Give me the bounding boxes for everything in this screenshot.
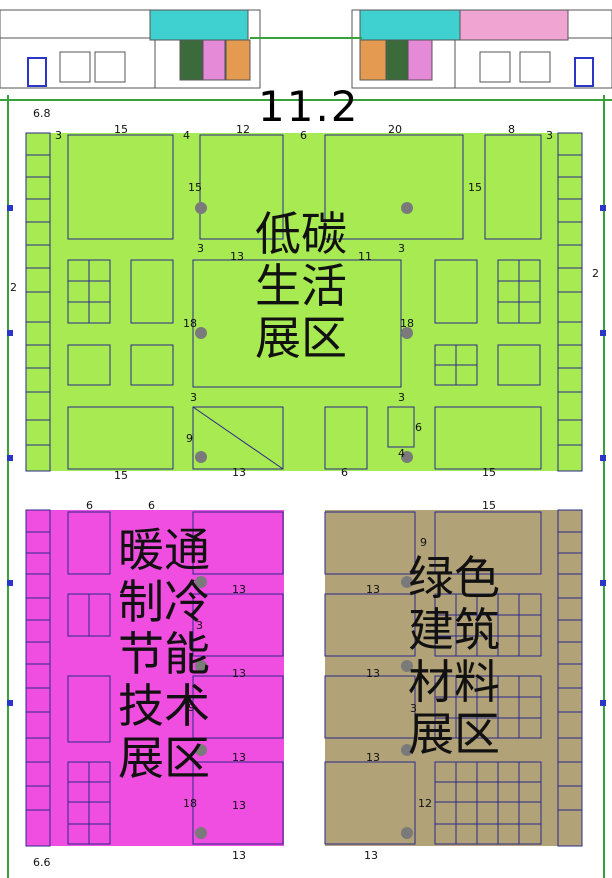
zone-label-line: 生活 [255, 259, 347, 313]
dimension-label: 15 [114, 123, 128, 136]
top-building [0, 9, 612, 101]
dimension-label: 3 [190, 391, 197, 404]
dimension-label: 13 [364, 849, 378, 862]
dimension-label: 13 [232, 751, 246, 764]
dimension-label: 15 [482, 466, 496, 479]
dimension-label: 12 [236, 123, 250, 136]
zone-label-line: 建筑 [408, 603, 500, 657]
dimension-label: 20 [388, 123, 402, 136]
hall-number: 11.2 [258, 82, 360, 131]
dimension-label: 6.8 [33, 107, 51, 120]
zone-low-carbon [25, 132, 583, 472]
dimension-label: 13 [232, 667, 246, 680]
zone-label-line: 节能 [118, 627, 210, 681]
dimension-label: 18 [183, 797, 197, 810]
dimension-label: 2 [10, 281, 17, 294]
dimension-label: 6.6 [33, 856, 51, 869]
dimension-label: 9 [188, 701, 195, 714]
dimension-label: 9 [420, 536, 427, 549]
zone-label-low-carbon: 低碳 生活 展区 [255, 208, 347, 364]
dimension-label: 3 [197, 242, 204, 255]
dimension-label: 18 [400, 317, 414, 330]
dimension-label: 6 [415, 421, 422, 434]
dimension-label: 11 [358, 250, 372, 263]
dimension-label: 12 [418, 797, 432, 810]
dimension-label: 3 [55, 129, 62, 142]
dimension-label: 6 [86, 499, 93, 512]
zone-label-line: 展区 [255, 311, 347, 365]
zone-label-line: 技术 [118, 679, 210, 733]
dimension-label: 13 [232, 466, 246, 479]
dimension-label: 3 [196, 619, 203, 632]
zone-label-line: 绿色 [408, 551, 500, 605]
dimension-label: 13 [232, 583, 246, 596]
zone-label-line: 低碳 [255, 207, 347, 261]
zone-label-green-building: 绿色 建筑 材料 展区 [408, 552, 500, 760]
dimension-label: 13 [366, 667, 380, 680]
dimension-label: 4 [398, 447, 405, 460]
dimension-label: 8 [508, 123, 515, 136]
dimension-label: 6 [341, 466, 348, 479]
dimension-label: 2 [592, 267, 599, 280]
zone-label-line: 展区 [118, 731, 210, 785]
dimension-label: 18 [183, 317, 197, 330]
dimension-label: 13 [232, 849, 246, 862]
zone-label-line: 展区 [408, 707, 500, 761]
zone-hvac [25, 509, 284, 847]
dimension-label: 6 [300, 129, 307, 142]
dimension-label: 3 [398, 391, 405, 404]
zone-label-line: 暖通 [118, 523, 210, 577]
dimension-label: 15 [188, 181, 202, 194]
dimension-label: 3 [410, 702, 417, 715]
dimension-label: 6 [148, 499, 155, 512]
zone-green-building [324, 509, 583, 847]
side-walls [7, 95, 606, 878]
dimension-label: 9 [186, 432, 193, 445]
dimension-label: 13 [366, 583, 380, 596]
dimension-label: 13 [366, 751, 380, 764]
zone-label-line: 制冷 [118, 575, 210, 629]
dimension-label: 15 [482, 499, 496, 512]
dimension-label: 15 [468, 181, 482, 194]
zone-label-hvac: 暖通 制冷 节能 技术 展区 [118, 524, 210, 784]
dimension-label: 3 [546, 129, 553, 142]
dimension-label: 15 [114, 469, 128, 482]
zone-label-line: 材料 [408, 655, 500, 709]
dimension-label: 3 [398, 242, 405, 255]
dimension-label: 13 [232, 799, 246, 812]
dimension-label: 13 [230, 250, 244, 263]
dimension-label: 4 [183, 129, 190, 142]
